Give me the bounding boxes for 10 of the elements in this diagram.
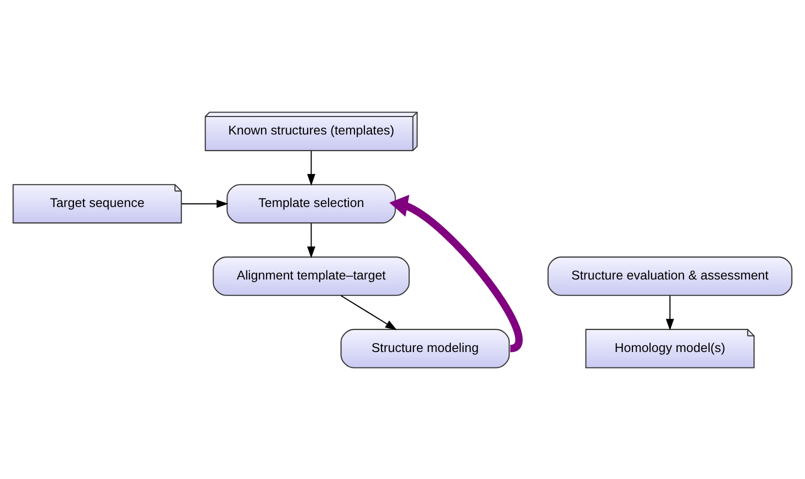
node-box: Structure evaluation & assessment [548,256,792,296]
arrow [389,194,523,352]
arrow [666,295,674,330]
arrow [307,222,316,258]
node-box: Structure modeling [340,328,510,368]
arrow [307,150,316,186]
arrow [182,199,228,208]
node-box: Template selection [226,184,396,223]
arrow [340,294,398,330]
node-box: Alignment template–target [212,256,410,296]
